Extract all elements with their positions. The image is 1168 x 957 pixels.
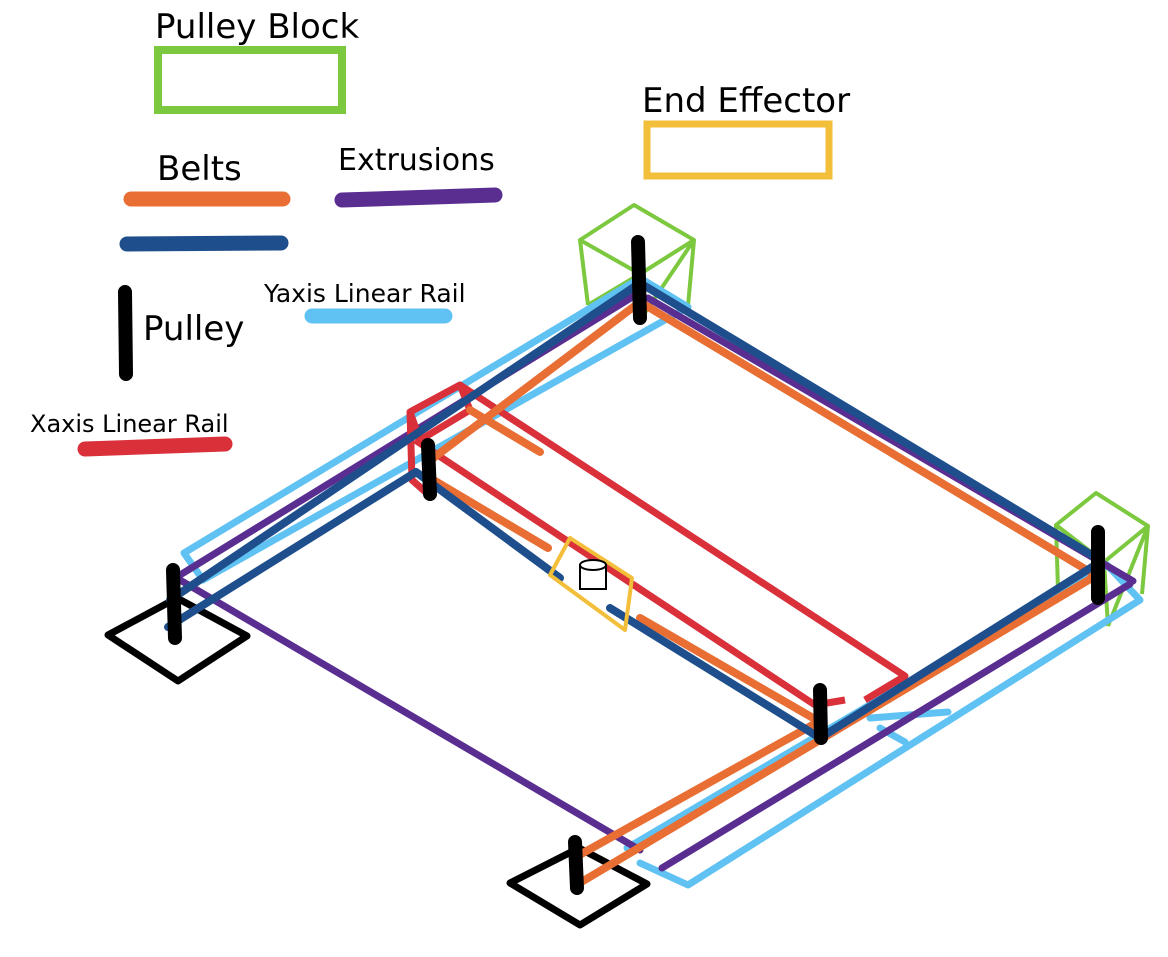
legend-label-belts: Belts — [157, 149, 242, 189]
extrusions — [176, 292, 1137, 872]
legend-swatch-belt-blue — [119, 235, 289, 252]
belt-orange-front-diag — [570, 718, 822, 862]
foot-left — [104, 594, 251, 685]
belt-orange-gantry-mid — [636, 614, 824, 726]
y-rail-left — [180, 274, 692, 584]
pulley-left-corner — [166, 563, 182, 645]
belt-blue-gantry — [412, 468, 564, 582]
belt-blue-right-front — [816, 558, 1104, 742]
legend-swatch-x-rail — [77, 436, 233, 457]
legend-label-y-axis-linear-rail: Yaxis Linear Rail — [263, 279, 466, 308]
x-rail-upper — [458, 382, 909, 704]
x-rail-lower — [413, 437, 846, 709]
belt-blue-back-right — [636, 279, 1104, 564]
belt-orange-gantry-top — [426, 474, 552, 552]
belts-orange — [424, 298, 1096, 888]
end-effector — [548, 536, 634, 632]
base-feet — [104, 594, 651, 929]
y-axis-linear-rails — [180, 274, 1144, 889]
legend-label-extrusions: Extrusions — [338, 143, 495, 178]
belt-blue-gantry-lower — [606, 604, 824, 742]
extrusion-right-front — [658, 580, 1134, 872]
legend-label-pulley: Pulley — [143, 309, 244, 349]
extrusion-left-front — [176, 576, 644, 854]
belt-orange-gantry-upper — [466, 406, 544, 456]
pulley-gantry-left — [421, 438, 437, 501]
belt-orange-back-right — [636, 298, 1094, 576]
x-axis-linear-rail — [406, 381, 909, 709]
end-effector-tool-top — [579, 559, 607, 571]
pulleys — [166, 235, 1105, 895]
belt-orange-back-left — [424, 298, 644, 466]
legend-swatch-end-effector — [643, 120, 833, 180]
pulley-back — [631, 235, 647, 325]
legend-label-end-effector: End Effector — [642, 81, 850, 121]
belts-blue — [164, 279, 1104, 742]
legend-swatch-pulley-block — [154, 46, 346, 114]
pulley-front-corner — [568, 835, 584, 895]
belt-blue-left-lower — [164, 468, 420, 631]
legend-label-x-axis-linear-rail: Xaxis Linear Rail — [30, 410, 229, 438]
legend-swatch-pulley — [118, 285, 133, 381]
pulley-gantry-right — [813, 683, 828, 745]
legend-swatch-extrusion — [334, 187, 503, 208]
belt-blue-left-upper — [166, 279, 644, 604]
y-rail-right — [623, 561, 1144, 889]
end-effector-plate — [548, 536, 634, 632]
legend: Pulley Block End Effector Belts Extrusio… — [30, 7, 850, 457]
foot-front — [506, 844, 651, 929]
legend-label-pulley-block: Pulley Block — [155, 7, 359, 47]
